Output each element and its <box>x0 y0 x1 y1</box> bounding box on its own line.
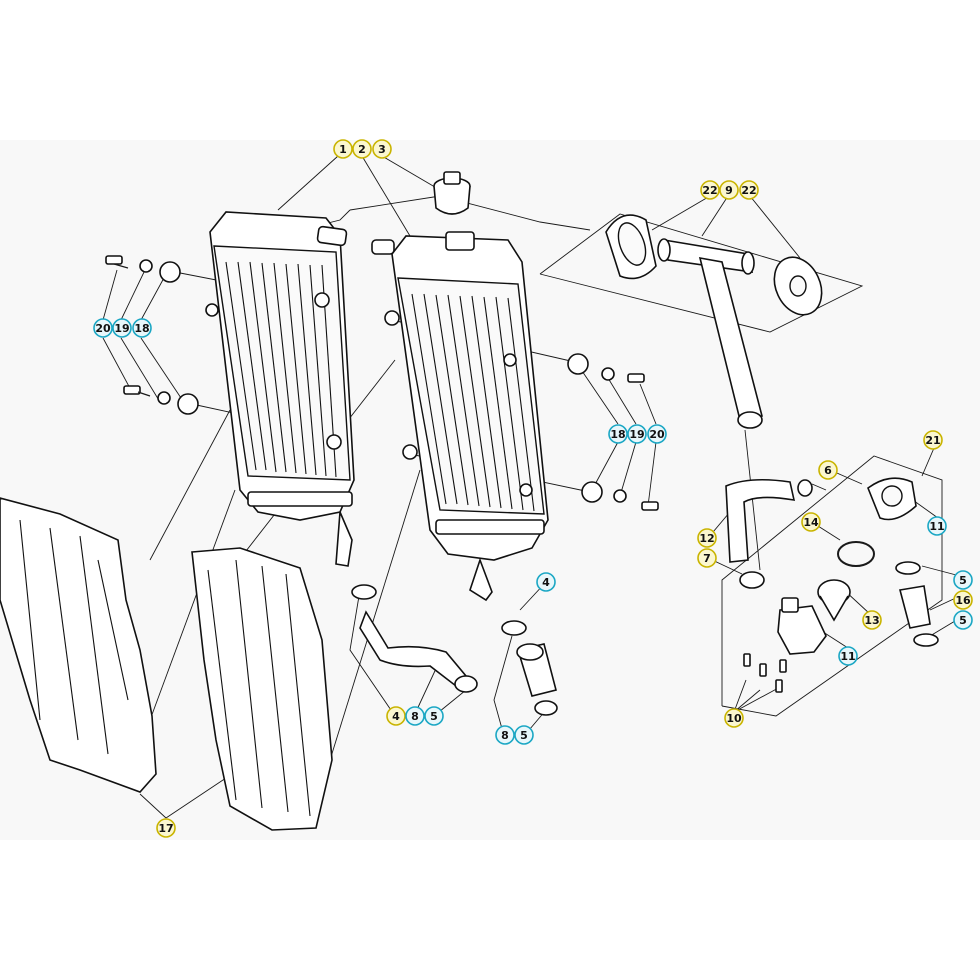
callout-13: 13 <box>862 610 882 630</box>
radiator-cap <box>433 171 471 215</box>
svg-text:5: 5 <box>520 729 528 742</box>
callout-6: 6 <box>818 460 838 480</box>
svg-text:14: 14 <box>803 516 819 529</box>
callout-17: 17 <box>156 818 176 838</box>
callout-19-right: 19 <box>627 424 647 444</box>
svg-text:4: 4 <box>392 710 400 723</box>
callout-4-hose-left: 4 <box>386 706 406 726</box>
left-radiator <box>205 211 355 567</box>
callout-2: 2 <box>352 139 372 159</box>
svg-text:10: 10 <box>726 712 742 725</box>
callout-5-hose-left: 5 <box>424 706 444 726</box>
svg-text:19: 19 <box>629 428 644 441</box>
right-radiator-shroud <box>191 547 333 831</box>
thermostat-group <box>725 477 939 693</box>
svg-text:22: 22 <box>741 184 756 197</box>
svg-text:8: 8 <box>411 710 419 723</box>
left-radiator-shroud <box>0 497 157 793</box>
svg-text:17: 17 <box>158 822 173 835</box>
svg-text:21: 21 <box>925 434 940 447</box>
callout-14: 14 <box>801 512 821 532</box>
lower-hoses <box>351 584 558 716</box>
callout-18-left: 18 <box>132 318 152 338</box>
callout-5-thermo-upper: 5 <box>953 570 973 590</box>
callout-18-right: 18 <box>608 424 628 444</box>
svg-text:5: 5 <box>959 614 967 627</box>
svg-text:6: 6 <box>824 464 832 477</box>
callout-11-lower: 11 <box>838 646 858 666</box>
svg-text:8: 8 <box>501 729 509 742</box>
callout-10: 10 <box>724 708 744 728</box>
right-radiator <box>371 231 549 602</box>
svg-text:11: 11 <box>929 520 944 533</box>
callout-1: 1 <box>333 139 353 159</box>
svg-text:22: 22 <box>702 184 717 197</box>
svg-text:19: 19 <box>114 322 129 335</box>
svg-text:18: 18 <box>610 428 625 441</box>
svg-text:5: 5 <box>959 574 967 587</box>
callout-19-left: 19 <box>112 318 132 338</box>
svg-text:13: 13 <box>864 614 879 627</box>
callout-20-right: 20 <box>647 424 667 444</box>
callout-5-hose-right: 5 <box>514 725 534 745</box>
svg-text:18: 18 <box>134 322 149 335</box>
callout-3: 3 <box>372 139 392 159</box>
callout-4-hose-right: 4 <box>536 572 556 592</box>
svg-text:11: 11 <box>840 650 855 663</box>
svg-text:20: 20 <box>95 322 111 335</box>
svg-text:3: 3 <box>378 143 386 156</box>
callout-22-left: 22 <box>700 180 720 200</box>
callout-20-left: 20 <box>93 318 113 338</box>
callout-11-upper: 11 <box>927 516 947 536</box>
callout-5-thermo-lower: 5 <box>953 610 973 630</box>
svg-text:5: 5 <box>430 710 438 723</box>
svg-text:2: 2 <box>358 143 366 156</box>
callout-16: 16 <box>953 590 973 610</box>
mounting-hardware <box>105 255 659 511</box>
callout-9: 9 <box>719 180 739 200</box>
callout-labels: 1 2 3 22 9 22 20 19 18 18 19 20 21 6 11 … <box>93 139 973 838</box>
callout-8-hose-left: 8 <box>405 706 425 726</box>
svg-text:20: 20 <box>649 428 665 441</box>
callout-12: 12 <box>697 528 717 548</box>
tee-pipe <box>605 214 823 429</box>
svg-text:16: 16 <box>955 594 971 607</box>
svg-text:9: 9 <box>725 184 733 197</box>
callout-7: 7 <box>697 548 717 568</box>
callout-21: 21 <box>923 430 943 450</box>
callout-22-right: 22 <box>739 180 759 200</box>
svg-text:7: 7 <box>703 552 711 565</box>
svg-text:1: 1 <box>339 143 347 156</box>
callout-8-hose-right: 8 <box>495 725 515 745</box>
svg-text:4: 4 <box>542 576 550 589</box>
svg-text:12: 12 <box>699 532 714 545</box>
